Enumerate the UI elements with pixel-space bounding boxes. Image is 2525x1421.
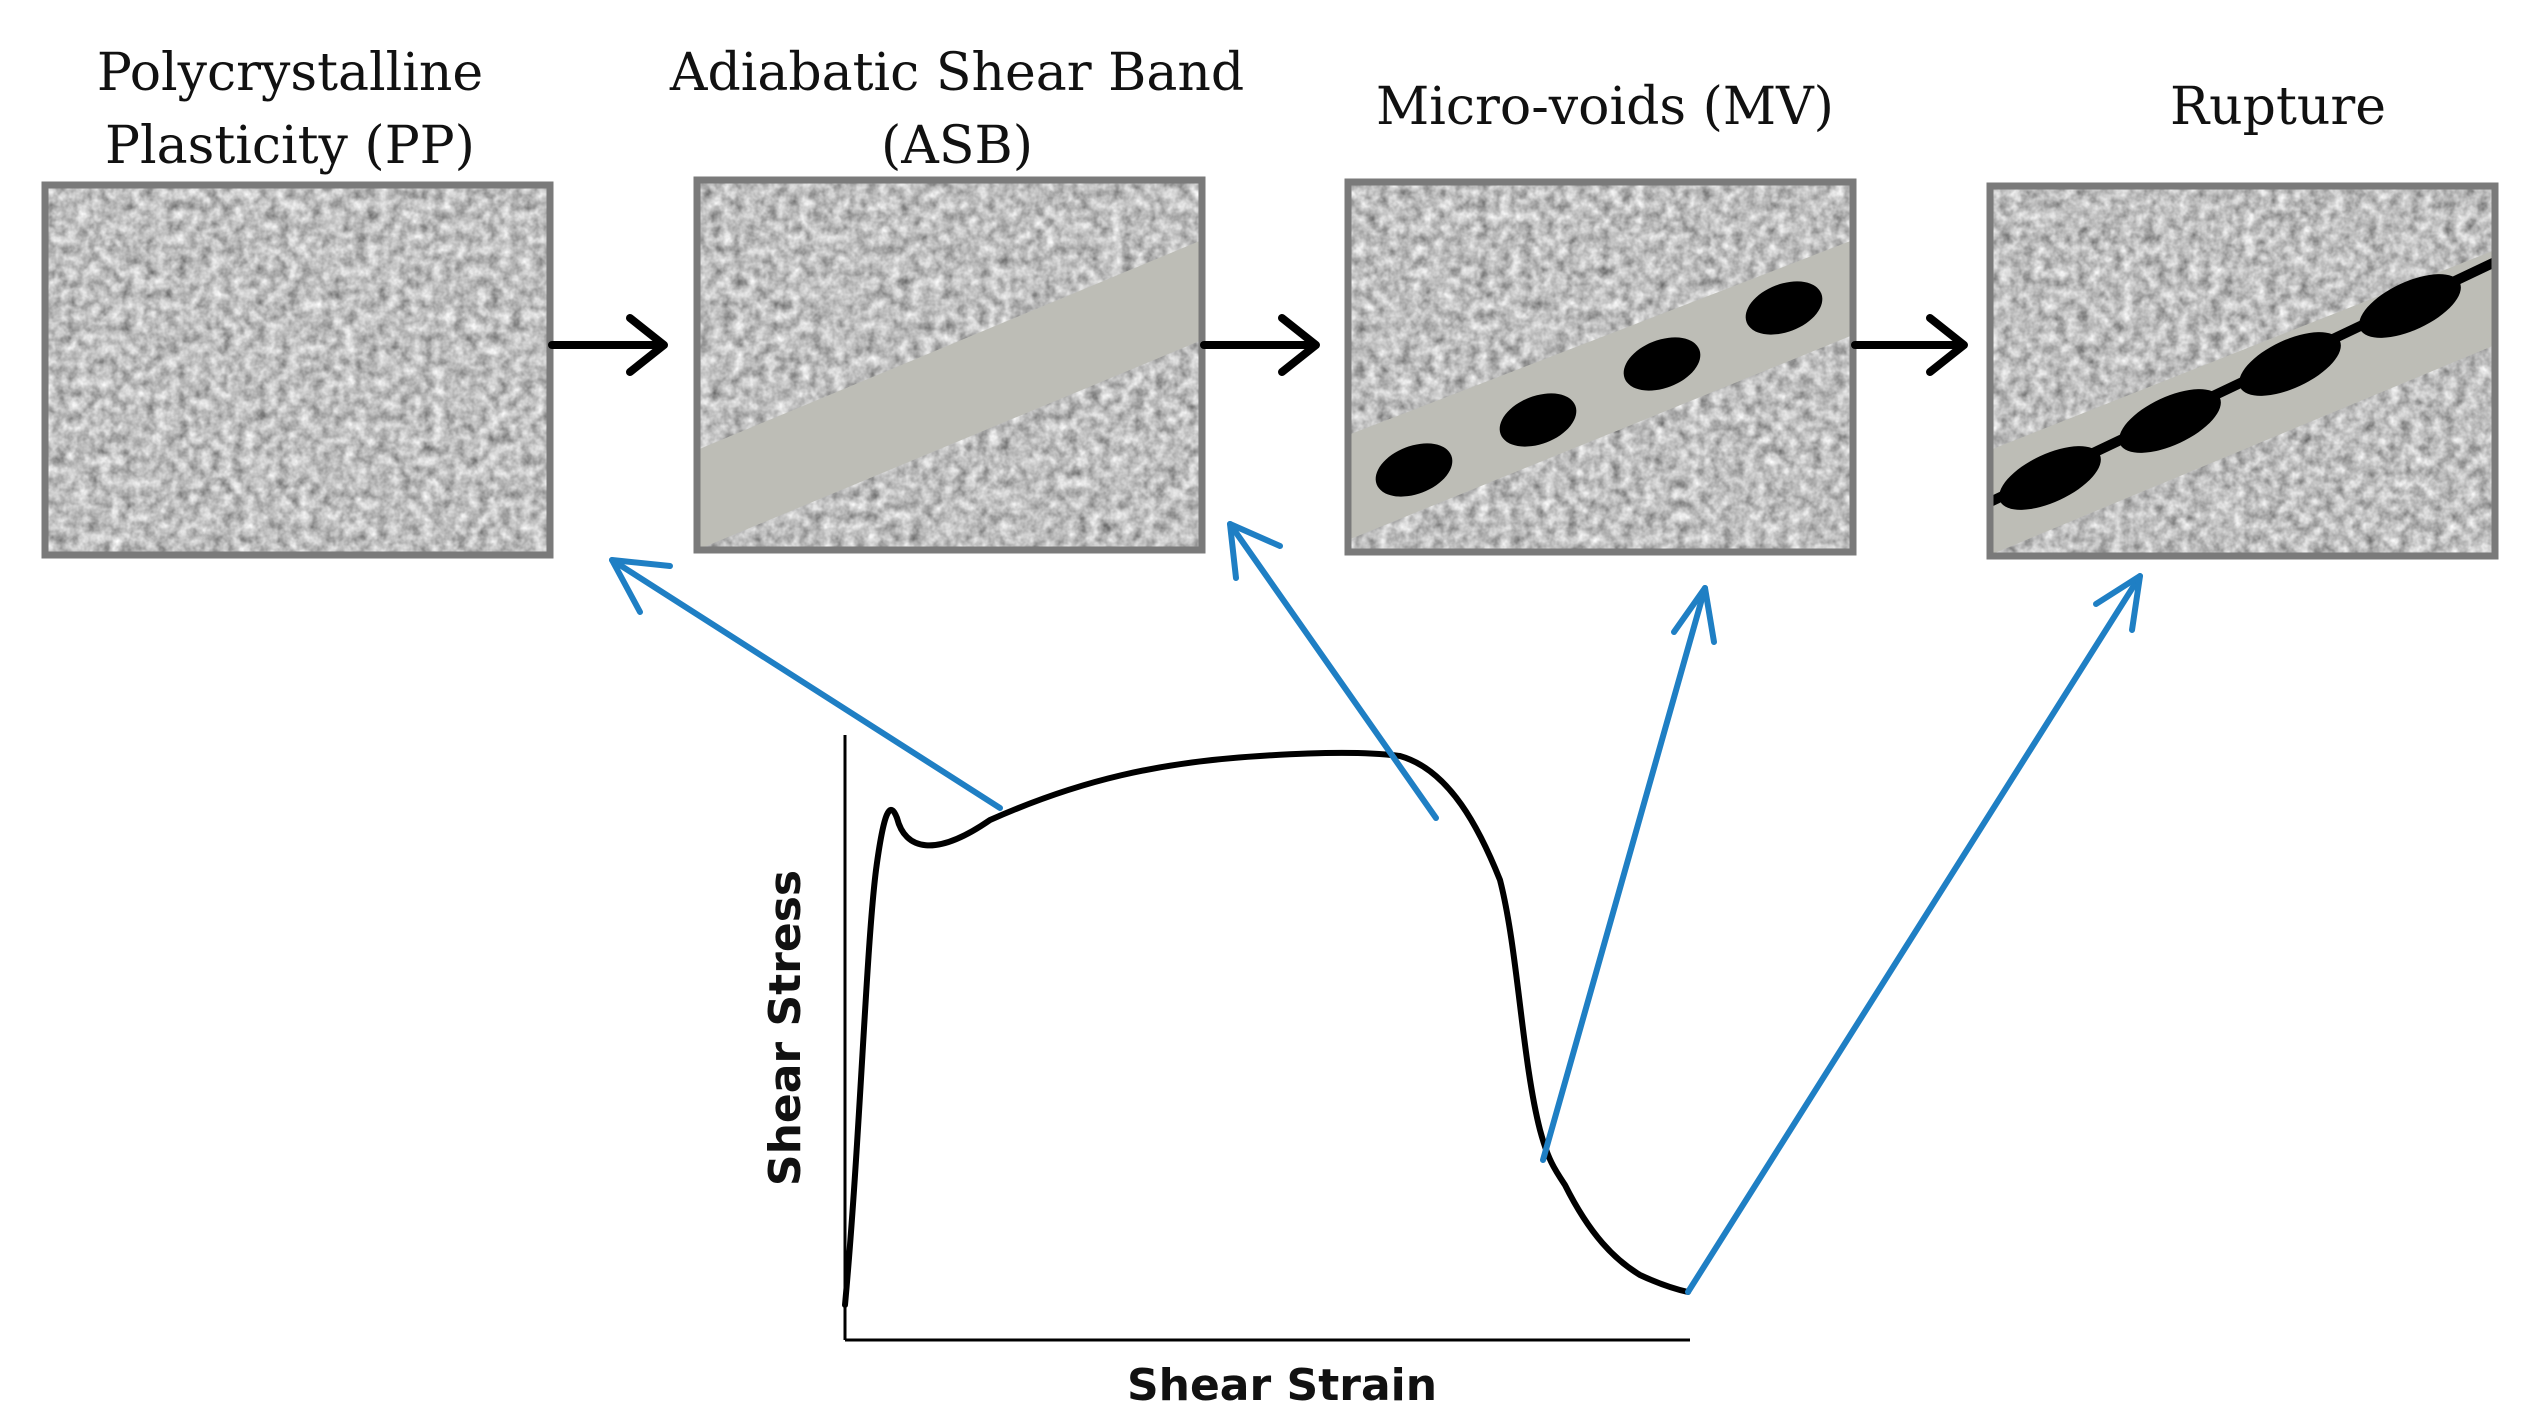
shear-band: [1348, 240, 1853, 540]
pointer-arrow-pp: [609, 557, 1003, 811]
stage-title-pp-line1: Polycrystalline: [97, 43, 483, 103]
stress-strain-curve: [842, 750, 1691, 1308]
flow-arrow-mv-to-rupture: [1851, 314, 1968, 376]
x-axis-label: Shear Strain: [1127, 1360, 1437, 1411]
coalesced-void: [2239, 332, 2341, 396]
panel-frame: [41, 181, 554, 559]
coalesced-void: [2359, 274, 2461, 338]
micro-void: [1745, 281, 1823, 335]
panel-frame: [1344, 178, 1857, 556]
micro-void: [1623, 337, 1701, 391]
stage-title-pp-line2: Plasticity (PP): [105, 116, 475, 176]
panel-pp: [41, 181, 554, 559]
micro-void: [1499, 393, 1577, 447]
flow-arrow-asb-to-mv: [1200, 314, 1320, 376]
panel-rupture: [1986, 182, 2499, 560]
panel-mv: [1344, 178, 1857, 556]
flow-arrow-pp-to-asb: [548, 314, 668, 376]
pointer-arrow-mv: [1540, 585, 1717, 1163]
pointer-arrow-rupture: [1685, 573, 2143, 1295]
coalesced-void: [2119, 389, 2221, 453]
stage-title-mv: Micro-voids (MV): [1376, 77, 1834, 137]
stress-strain-graph: Shear Strain Shear Stress: [760, 735, 1691, 1411]
stage-title-rupture: Rupture: [2170, 77, 2386, 137]
micro-void: [1375, 443, 1453, 497]
microstructure-texture: [45, 185, 550, 555]
stage-title-asb-line1: Adiabatic Shear Band: [669, 43, 1244, 103]
panel-frame: [1986, 182, 2499, 560]
coalesced-void: [1999, 446, 2101, 510]
y-axis-label: Shear Stress: [760, 870, 811, 1186]
pointer-arrow-asb: [1227, 521, 1439, 821]
panel-asb: [693, 176, 1206, 554]
shear-band: [697, 240, 1202, 550]
panel-frame: [693, 176, 1206, 554]
stage-title-asb-line2: (ASB): [881, 116, 1033, 176]
